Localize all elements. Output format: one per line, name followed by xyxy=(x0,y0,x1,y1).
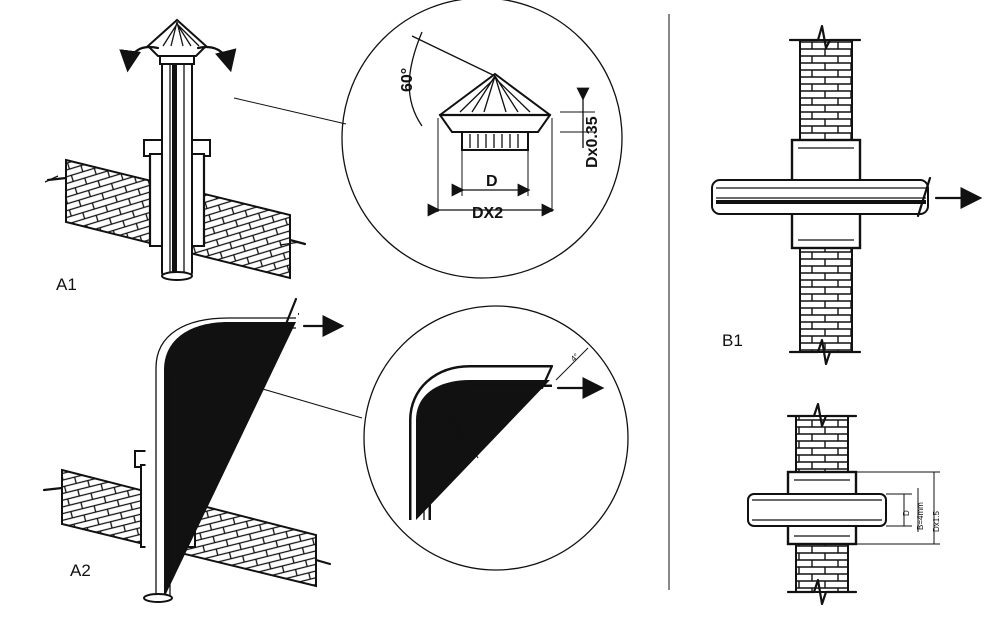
figure-label-a1: A1 xyxy=(56,275,77,294)
break-line-icon xyxy=(786,402,858,428)
angle-label: 60° xyxy=(399,68,416,92)
figure-label-a2: A2 xyxy=(70,561,91,580)
leader-line-cap xyxy=(233,97,347,125)
figure-a2: A2 xyxy=(42,297,345,603)
height-label: Dx0.35 xyxy=(584,116,601,168)
detail-circle-bend xyxy=(363,305,629,571)
pipe-dia-label: D xyxy=(902,510,911,516)
sleeve-label: Dx1.5 xyxy=(932,511,941,532)
bend-angle-label: 4° xyxy=(569,352,581,364)
pipe-a2 xyxy=(143,297,300,603)
leader-line-bend xyxy=(231,379,363,419)
break-line-icon xyxy=(788,338,862,366)
curved-arrow-icon xyxy=(196,45,237,73)
gap-label: B=4mm xyxy=(916,502,925,530)
figure-b1: B1 xyxy=(711,24,983,366)
inner-width-label: D xyxy=(486,173,498,190)
figure-label-b1: B1 xyxy=(722,331,743,350)
pipe-b1 xyxy=(711,179,929,215)
detail-circle-cap xyxy=(341,0,623,279)
break-line-icon xyxy=(786,578,858,606)
curved-arrow-icon xyxy=(119,45,160,73)
break-line-icon xyxy=(788,24,862,50)
cowl-cap xyxy=(438,72,552,133)
cap-detail: 60° Dx0.35 D DX2 xyxy=(341,0,623,279)
pipe-detail xyxy=(747,493,887,527)
wall-detail: D B=4mm Dx1.5 xyxy=(747,402,941,606)
outer-width-label: DX2 xyxy=(472,205,503,222)
cowl-a1 xyxy=(146,18,208,65)
pipe-a1 xyxy=(161,59,193,281)
bend-detail: 4° R=Dx2.5 xyxy=(363,305,629,571)
figure-a1: A1 xyxy=(44,18,307,294)
